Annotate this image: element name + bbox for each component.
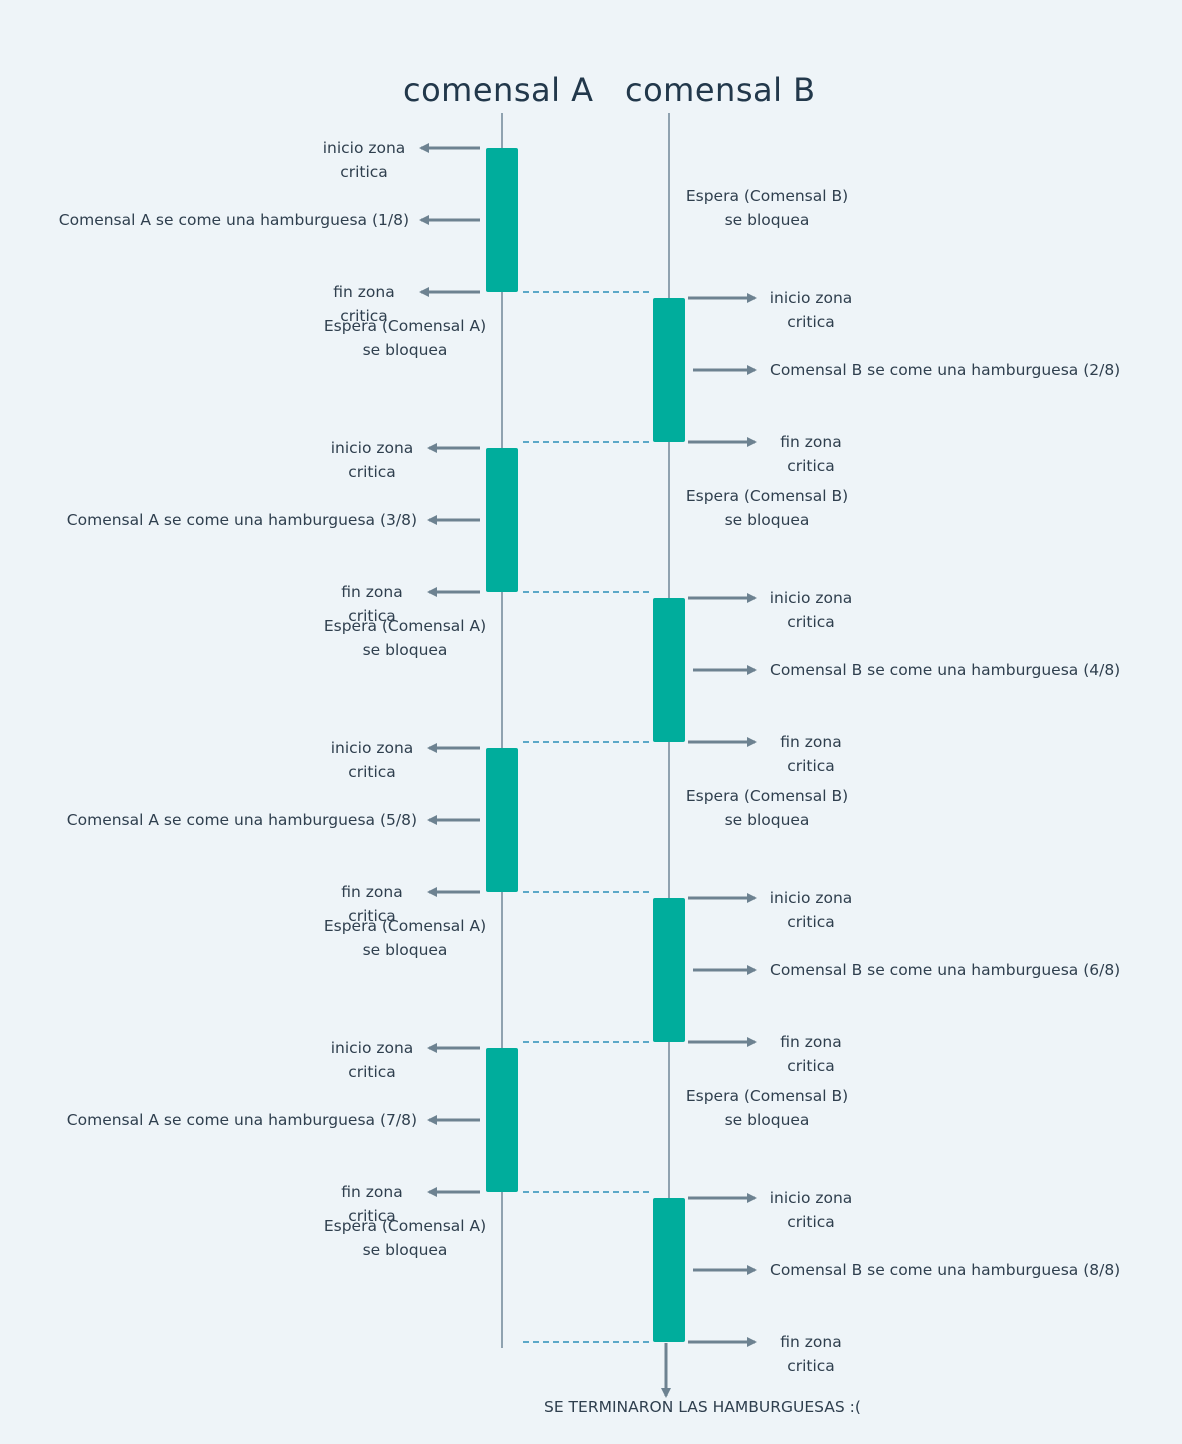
espera-a-label-8: Espera (Comensal A) se bloquea	[323, 1217, 487, 1259]
fin-label-6: fin zona critica	[780, 1033, 842, 1075]
eat-label-8: Comensal B se come una hamburguesa (8/8)	[770, 1261, 1121, 1279]
inicio-label-8: inicio zona critica	[769, 1189, 853, 1231]
eat-label-3: Comensal A se come una hamburguesa (3/8)	[66, 511, 417, 529]
espera-b-label-1: Espera (Comensal B) se bloquea	[685, 187, 849, 229]
activation-box-2	[653, 298, 685, 442]
eat-label-1: Comensal A se come una hamburguesa (1/8)	[58, 211, 409, 229]
inicio-label-5: inicio zona critica	[330, 739, 414, 781]
inicio-label-2: inicio zona critica	[769, 289, 853, 331]
espera-b-label-3: Espera (Comensal B) se bloquea	[685, 487, 849, 529]
fin-label-8: fin zona critica	[780, 1333, 842, 1375]
espera-a-label-2: Espera (Comensal A) se bloquea	[323, 317, 487, 359]
fin-label-5: fin zona critica	[341, 883, 403, 925]
inicio-label-7: inicio zona critica	[330, 1039, 414, 1081]
fin-label-1: fin zona critica	[333, 283, 395, 325]
activation-box-4	[653, 598, 685, 742]
fin-label-4: fin zona critica	[780, 733, 842, 775]
activation-box-7	[486, 1048, 518, 1192]
participant-a-title: comensal A	[403, 71, 594, 109]
activation-box-1	[486, 148, 518, 292]
eat-label-5: Comensal A se come una hamburguesa (5/8)	[66, 811, 417, 829]
inicio-label-3: inicio zona critica	[330, 439, 414, 481]
eat-label-7: Comensal A se come una hamburguesa (7/8)	[66, 1111, 417, 1129]
inicio-label-4: inicio zona critica	[769, 589, 853, 631]
activation-box-5	[486, 748, 518, 892]
final-message: SE TERMINARON LAS HAMBURGUESAS :(	[544, 1398, 861, 1416]
eat-label-6: Comensal B se come una hamburguesa (6/8)	[770, 961, 1121, 979]
espera-b-label-5: Espera (Comensal B) se bloquea	[685, 787, 849, 829]
activation-box-3	[486, 448, 518, 592]
eat-label-2: Comensal B se come una hamburguesa (2/8)	[770, 361, 1121, 379]
fin-label-3: fin zona critica	[341, 583, 403, 625]
espera-b-label-7: Espera (Comensal B) se bloquea	[685, 1087, 849, 1129]
inicio-label-6: inicio zona critica	[769, 889, 853, 931]
fin-label-7: fin zona critica	[341, 1183, 403, 1225]
fin-label-2: fin zona critica	[780, 433, 842, 475]
espera-a-label-6: Espera (Comensal A) se bloquea	[323, 917, 487, 959]
espera-a-label-4: Espera (Comensal A) se bloquea	[323, 617, 487, 659]
activation-box-8	[653, 1198, 685, 1342]
activation-box-6	[653, 898, 685, 1042]
eat-label-4: Comensal B se come una hamburguesa (4/8)	[770, 661, 1121, 679]
inicio-label-1: inicio zona critica	[322, 139, 406, 181]
participant-b-title: comensal B	[625, 71, 816, 109]
